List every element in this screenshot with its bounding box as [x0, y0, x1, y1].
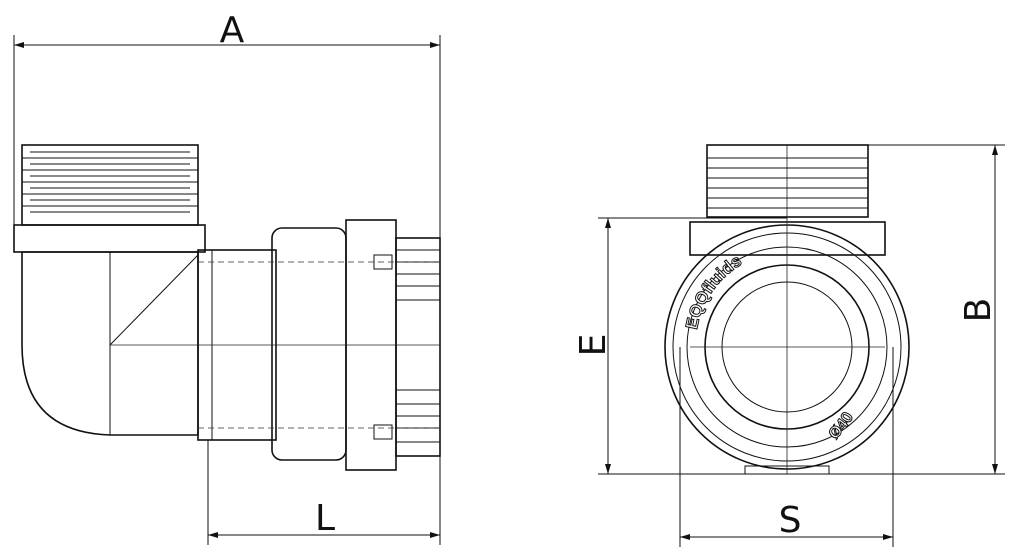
side-view — [13, 144, 441, 471]
dimension-s: S — [679, 347, 894, 547]
brand-marking: EQQfluids — [682, 251, 745, 331]
dimension-a: A — [13, 10, 441, 238]
front-view: EQQfluids Ø40 — [664, 144, 910, 475]
thread-front — [706, 144, 869, 218]
svg-text:S: S — [779, 500, 802, 541]
svg-text:A: A — [220, 10, 245, 51]
size-marking: Ø40 — [826, 409, 857, 443]
nut — [271, 227, 347, 461]
thread — [21, 144, 199, 226]
hex-front — [689, 221, 886, 256]
svg-text:B: B — [958, 298, 999, 323]
dimension-b: B — [829, 144, 1005, 475]
svg-text:L: L — [315, 498, 335, 539]
svg-text:E: E — [573, 334, 614, 357]
dimension-e: E — [573, 217, 787, 475]
dimension-l: L — [207, 440, 441, 545]
grip-ring — [395, 237, 441, 457]
hex-band — [13, 224, 206, 253]
grip-teeth — [396, 249, 440, 443]
